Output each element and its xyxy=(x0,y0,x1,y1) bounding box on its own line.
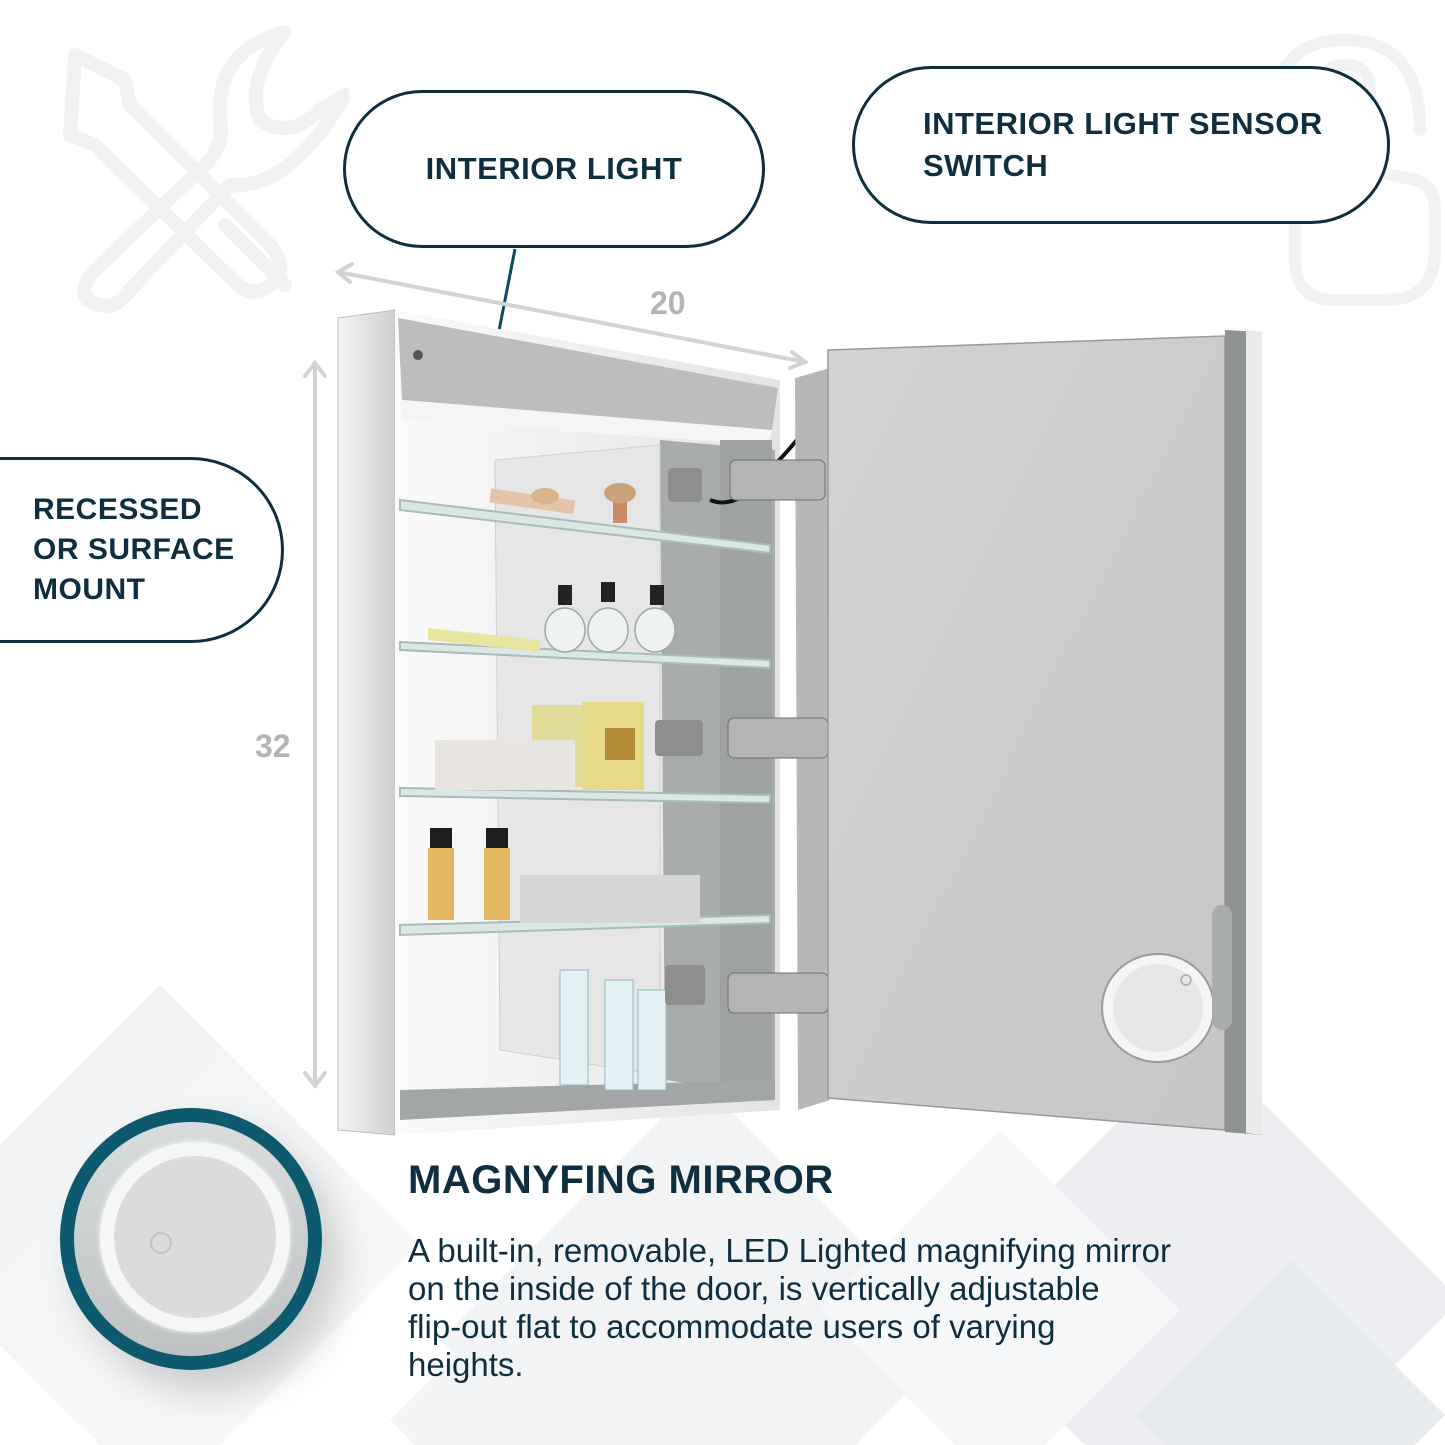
mount-label-line3: MOUNT xyxy=(33,573,146,606)
width-dimension-arrow xyxy=(334,262,810,370)
touch-button-icon xyxy=(150,1232,172,1254)
medicine-cabinet-illustration xyxy=(337,309,1262,1136)
feature-description-line: A built-in, removable, LED Lighted magni… xyxy=(408,1232,1172,1269)
sensor-switch-label-line2: SWITCH xyxy=(923,148,1049,183)
mount-label-line1: RECESSED xyxy=(33,493,203,526)
interior-light-label: INTERIOR LIGHT xyxy=(425,151,683,186)
height-dimension-arrow xyxy=(303,359,327,1090)
tools-icon xyxy=(63,25,350,313)
sensor-switch-callout: INTERIOR LIGHT SENSOR SWITCH xyxy=(852,66,1390,224)
feature-description: A built-in, removable, LED Lighted magni… xyxy=(408,1232,1348,1384)
mount-label-line2: OR SURFACE xyxy=(33,533,235,566)
feature-title: MAGNYFING MIRROR xyxy=(408,1158,834,1202)
magnifying-mirror-icon xyxy=(100,1142,290,1332)
height-dimension-label: 32 xyxy=(255,728,291,764)
sensor-switch-label-line1: INTERIOR LIGHT SENSOR xyxy=(923,106,1323,141)
feature-description-line: heights. xyxy=(408,1346,524,1383)
width-dimension-label: 20 xyxy=(650,285,686,321)
feature-description-line: flip-out flat to accommodate users of va… xyxy=(408,1308,1056,1345)
magnifying-mirror-closeup xyxy=(60,1108,322,1370)
interior-light-callout: INTERIOR LIGHT xyxy=(343,90,765,248)
feature-description-line: on the inside of the door, is vertically… xyxy=(408,1270,1100,1307)
mount-callout: RECESSED OR SURFACE MOUNT xyxy=(0,457,284,643)
